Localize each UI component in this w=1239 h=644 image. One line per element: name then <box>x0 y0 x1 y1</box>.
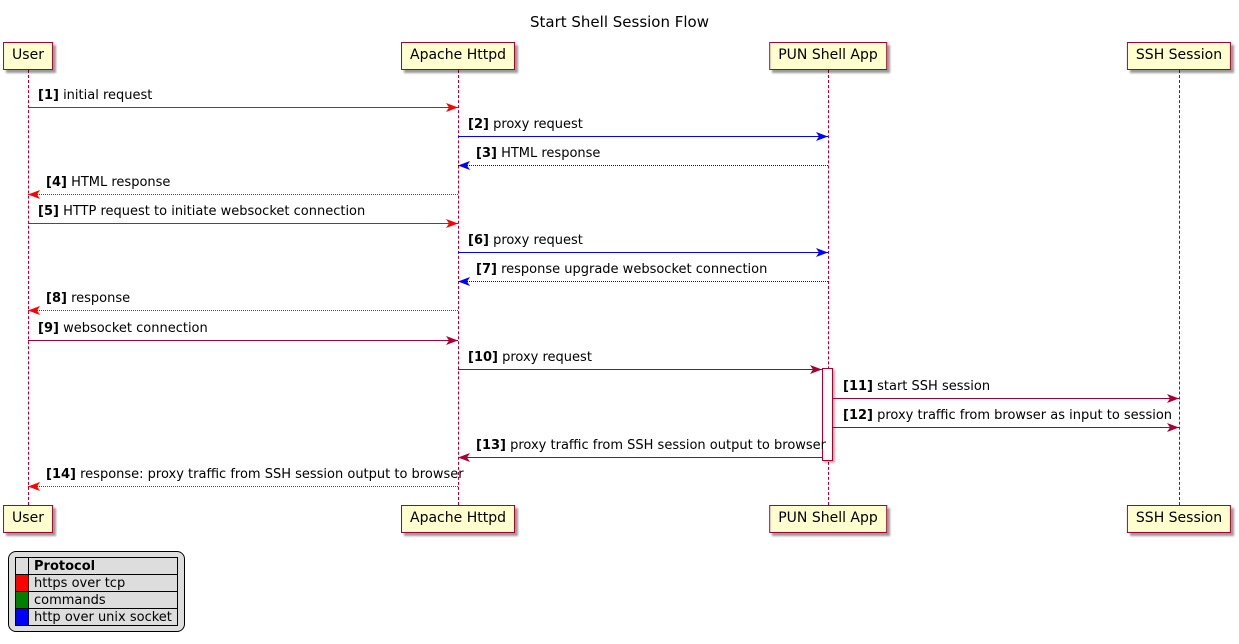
message-label-3: [3] HTML response <box>476 146 601 161</box>
participant-apache-httpd-bottom: Apache Httpd <box>401 505 515 533</box>
message-line-4 <box>28 194 458 195</box>
arrowhead-4 <box>28 190 40 199</box>
arrowhead-9 <box>446 336 458 345</box>
arrowhead-10 <box>810 365 822 374</box>
message-line-13 <box>458 457 822 458</box>
message-label-1: [1] initial request <box>38 88 153 103</box>
message-label-4: [4] HTML response <box>46 175 171 190</box>
arrowhead-11 <box>1167 394 1179 403</box>
participant-user-bottom: User <box>3 505 53 533</box>
arrowhead-14 <box>28 482 40 491</box>
arrowhead-6 <box>816 248 828 257</box>
message-line-14 <box>28 486 458 487</box>
message-line-1 <box>28 107 458 108</box>
legend-row-http-over-unix-socket: http over unix socket <box>15 608 178 626</box>
arrowhead-8 <box>28 306 40 315</box>
arrowhead-2 <box>816 132 828 141</box>
activation-bar <box>822 368 833 461</box>
participant-apache-httpd-top: Apache Httpd <box>401 42 515 70</box>
message-line-11 <box>833 398 1179 399</box>
legend-label-https-over-tcp: https over tcp <box>28 574 178 592</box>
message-line-5 <box>28 223 458 224</box>
message-label-5: [5] HTTP request to initiate websocket c… <box>38 204 366 219</box>
lifeline-apache-httpd <box>458 70 459 505</box>
message-line-6 <box>458 252 828 253</box>
message-line-9 <box>28 340 458 341</box>
participant-ssh-session-bottom: SSH Session <box>1126 505 1232 533</box>
message-label-10: [10] proxy request <box>468 350 592 365</box>
legend-swatch-blank <box>15 557 29 575</box>
message-label-14: [14] response: proxy traffic from SSH se… <box>46 467 464 482</box>
participant-pun-shell-app-top: PUN Shell App <box>769 42 887 70</box>
diagram-title: Start Shell Session Flow <box>529 13 709 31</box>
legend-swatch-http-over-unix-socket <box>15 608 29 626</box>
message-line-8 <box>28 310 458 311</box>
lifeline-pun-shell-app <box>828 70 829 505</box>
message-label-9: [9] websocket connection <box>38 321 208 336</box>
message-label-7: [7] response upgrade websocket connectio… <box>476 262 768 277</box>
arrowhead-7 <box>458 277 470 286</box>
participant-pun-shell-app-bottom: PUN Shell App <box>769 505 887 533</box>
message-line-2 <box>458 136 828 137</box>
legend-row-https-over-tcp: https over tcp <box>15 574 178 592</box>
message-label-11: [11] start SSH session <box>843 379 991 394</box>
message-line-10 <box>458 369 822 370</box>
arrowhead-1 <box>446 103 458 112</box>
legend-label-http-over-unix-socket: http over unix socket <box>28 608 178 626</box>
message-line-12 <box>833 427 1179 428</box>
legend-header: Protocol <box>28 557 178 575</box>
message-label-2: [2] proxy request <box>468 117 583 132</box>
message-label-6: [6] proxy request <box>468 233 583 248</box>
message-line-7 <box>458 281 828 282</box>
arrowhead-13 <box>458 453 470 462</box>
legend-swatch-commands <box>15 591 29 609</box>
legend-row-commands: commands <box>15 591 178 609</box>
arrowhead-5 <box>446 219 458 228</box>
message-label-8: [8] response <box>46 291 131 306</box>
lifeline-user <box>28 70 29 505</box>
arrowhead-12 <box>1167 423 1179 432</box>
message-line-3 <box>458 165 828 166</box>
legend-label-commands: commands <box>28 591 178 609</box>
message-label-12: [12] proxy traffic from browser as input… <box>843 408 1173 423</box>
participant-user-top: User <box>3 42 53 70</box>
participant-ssh-session-top: SSH Session <box>1126 42 1232 70</box>
legend-swatch-https-over-tcp <box>15 574 29 592</box>
message-label-13: [13] proxy traffic from SSH session outp… <box>476 438 827 453</box>
lifeline-ssh-session <box>1179 70 1180 505</box>
arrowhead-3 <box>458 161 470 170</box>
